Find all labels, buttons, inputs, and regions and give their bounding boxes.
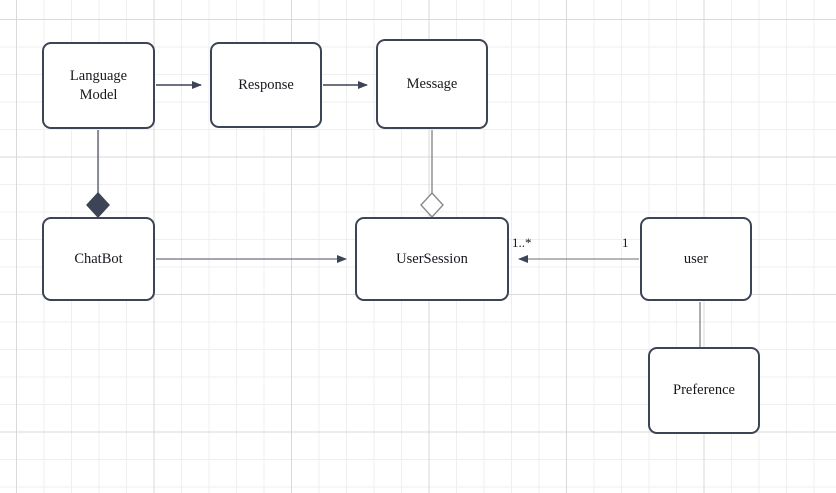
- node-usersession-label: UserSession: [396, 250, 468, 267]
- hollow-diamond-marker: [420, 191, 444, 219]
- edge-language-model-to-chatbot: [86, 130, 110, 219]
- node-language-model[interactable]: Language Model: [42, 42, 155, 129]
- node-language-model-label-line2: Model: [79, 86, 118, 103]
- node-usersession[interactable]: UserSession: [355, 217, 509, 301]
- node-response[interactable]: Response: [210, 42, 322, 128]
- node-message-label: Message: [406, 75, 458, 92]
- node-language-model-label-line1: Language: [69, 67, 128, 84]
- filled-diamond-marker: [86, 191, 110, 219]
- node-response-label: Response: [238, 76, 294, 93]
- node-user-label: user: [683, 250, 709, 267]
- node-preference-label: Preference: [673, 382, 735, 399]
- node-preference[interactable]: Preference: [648, 347, 760, 434]
- multiplicity-user-side: 1: [622, 235, 629, 250]
- node-message[interactable]: Message: [376, 39, 488, 129]
- multiplicity-usersession-side: 1..*: [512, 235, 532, 250]
- node-chatbot[interactable]: ChatBot: [42, 217, 155, 301]
- node-user[interactable]: user: [640, 217, 752, 301]
- node-chatbot-label: ChatBot: [74, 250, 123, 267]
- edge-message-to-usersession: [420, 130, 444, 219]
